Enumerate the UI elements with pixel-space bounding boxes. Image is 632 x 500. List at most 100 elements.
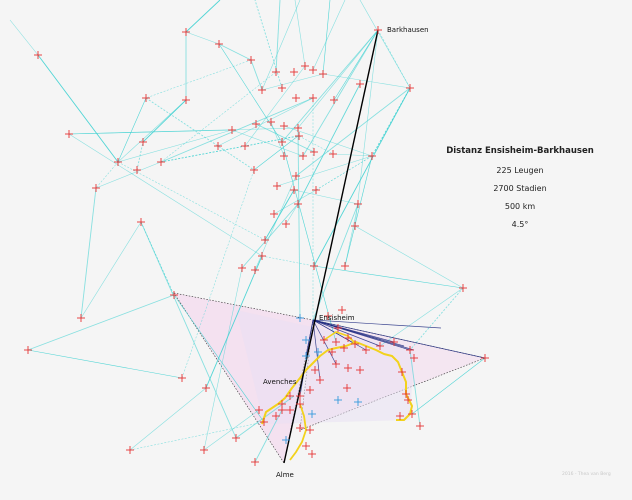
- place-marker-blue: [314, 348, 322, 356]
- ensisheim-ray: [312, 319, 381, 347]
- place-marker: [232, 434, 240, 442]
- place-marker: [294, 124, 302, 132]
- place-marker: [362, 346, 370, 354]
- place-marker: [278, 84, 286, 92]
- place-marker: [308, 450, 316, 458]
- place-marker: [398, 368, 406, 376]
- network-link: [283, 125, 373, 157]
- network-link: [297, 127, 301, 319]
- place-marker: [278, 406, 286, 414]
- place-marker: [260, 418, 268, 426]
- distance-leugen: 225 Leugen: [496, 166, 544, 175]
- network-link: [344, 155, 373, 267]
- area-core: [236, 310, 414, 424]
- distance-stadien: 2700 Stadien: [493, 184, 547, 193]
- place-marker: [306, 426, 314, 434]
- label-barkhausen: Barkhausen: [387, 26, 429, 34]
- place-marker: [296, 400, 304, 408]
- marker-layer: [24, 26, 489, 466]
- label-alme: Alme: [276, 471, 294, 479]
- network-link: [276, 155, 373, 187]
- place-marker: [126, 446, 134, 454]
- place-marker: [294, 200, 302, 208]
- place-marker: [280, 122, 288, 130]
- network-link: [297, 83, 361, 205]
- place-marker: [341, 262, 349, 270]
- place-marker: [334, 324, 342, 332]
- place-marker-blue: [334, 396, 342, 404]
- network-link: [313, 87, 411, 267]
- place-marker: [310, 262, 318, 270]
- credit-text: 2016 - Thea van Berg: [562, 472, 611, 477]
- network-link: [203, 267, 243, 451]
- place-marker: [255, 406, 263, 414]
- network-lines: [9, 0, 486, 463]
- place-marker: [306, 386, 314, 394]
- distance-km: 500 km: [504, 202, 536, 211]
- network-link: [297, 29, 379, 129]
- shape-layer: [173, 292, 487, 464]
- place-marker: [251, 458, 259, 466]
- place-marker: [278, 138, 286, 146]
- place-marker: [286, 406, 294, 414]
- network-link: [315, 155, 373, 191]
- network-link: [273, 189, 317, 215]
- place-marker: [356, 366, 364, 374]
- label-ensisheim: Ensisheim: [319, 314, 355, 322]
- network-link: [231, 129, 304, 157]
- network-link: [332, 153, 373, 157]
- network-link: [160, 97, 314, 163]
- network-link: [293, 189, 359, 205]
- network-link: [218, 43, 283, 143]
- network-link: [185, 31, 220, 45]
- place-marker: [24, 346, 32, 354]
- place-marker: [459, 284, 467, 292]
- network-link: [142, 99, 187, 143]
- network-link: [379, 287, 464, 347]
- place-marker: [312, 186, 320, 194]
- place-marker: [296, 392, 304, 400]
- network-link: [117, 97, 147, 163]
- network-link: [312, 203, 359, 321]
- network-link: [294, 0, 306, 67]
- network-link: [254, 409, 283, 463]
- place-marker: [301, 62, 309, 70]
- ensisheim-ray: [312, 319, 395, 343]
- place-marker: [214, 142, 222, 150]
- network-link: [203, 409, 260, 451]
- place-marker-blue: [354, 398, 362, 406]
- barkhausen-axis: [283, 29, 379, 464]
- network-link: [217, 97, 314, 147]
- place-marker: [182, 28, 190, 36]
- place-marker: [299, 152, 307, 160]
- place-marker: [247, 56, 255, 64]
- network-link: [298, 135, 334, 155]
- network-link: [250, 59, 263, 91]
- network-link: [254, 0, 283, 89]
- network-link: [173, 294, 265, 423]
- network-link: [37, 54, 119, 163]
- place-marker: [311, 366, 319, 374]
- network-link: [80, 187, 97, 319]
- route-north: [323, 331, 357, 345]
- place-marker: [290, 186, 298, 194]
- place-marker: [282, 220, 290, 228]
- network-link: [354, 225, 464, 289]
- place-marker: [170, 291, 178, 299]
- place-marker: [316, 376, 324, 384]
- place-marker: [241, 142, 249, 150]
- route-south: [289, 403, 307, 461]
- distance-title: Distanz Ensisheim-Barkhausen: [446, 146, 594, 156]
- place-marker: [65, 130, 73, 138]
- place-marker-blue: [308, 410, 316, 418]
- network-link: [285, 203, 299, 225]
- place-marker: [374, 26, 382, 34]
- place-marker: [330, 96, 338, 104]
- place-marker: [481, 354, 489, 362]
- place-marker: [157, 158, 165, 166]
- place-marker: [319, 70, 327, 78]
- place-marker: [295, 132, 303, 140]
- network-link: [295, 87, 411, 177]
- network-link: [129, 421, 265, 451]
- ensisheim-ray: [312, 319, 442, 329]
